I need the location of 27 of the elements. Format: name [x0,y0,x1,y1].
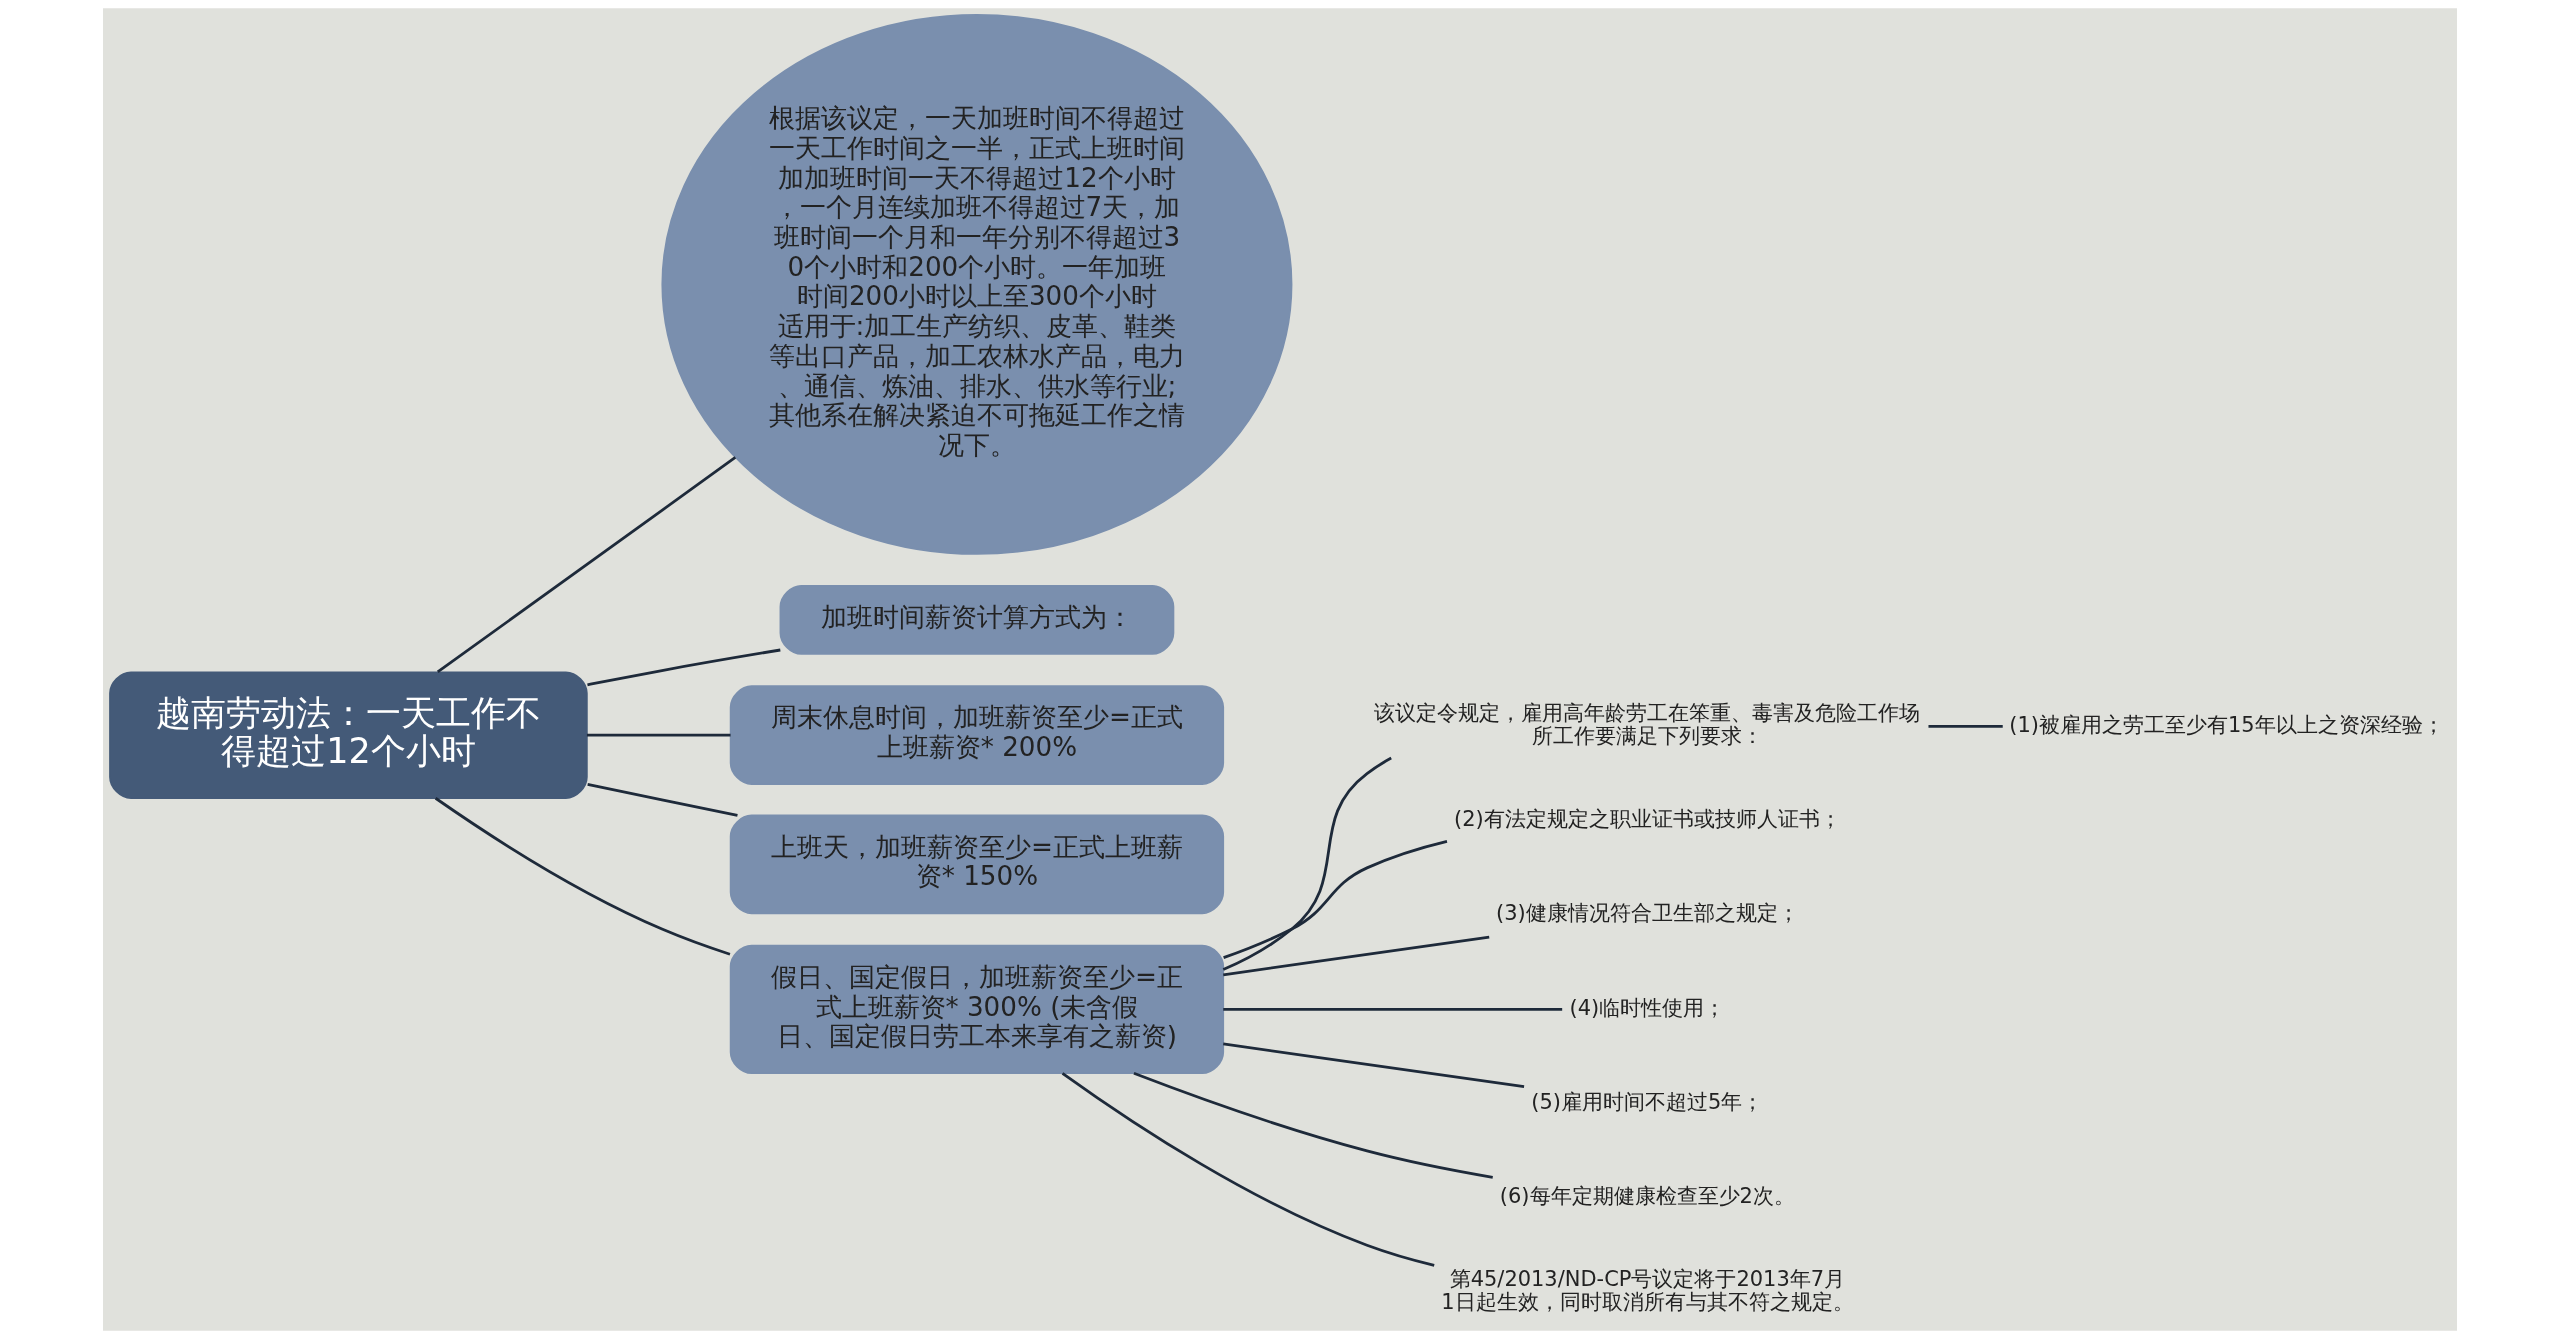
connector [1223,1042,1525,1088]
connector [1223,840,1448,959]
connector [1222,756,1392,971]
connector [1928,725,2003,728]
node-text: (2)有法定规定之职业证书或技师人证书； [1454,807,1841,832]
node-text: (3)健康情况符合卫生部之规定； [1496,901,1799,926]
node-box: 越南劳动法：一天工作不得超过12个小时 [109,671,588,799]
node-text: (5)雇用时间不超过5年； [1531,1090,1764,1115]
node-text: (1)被雇用之劳工至少有15年以上之资深经验； [2009,712,2444,737]
connector [1223,935,1490,977]
connector [1061,1072,1435,1267]
connector [436,456,737,674]
connector [587,648,781,687]
connector [587,783,738,817]
node-box: 假日、国定假日，加班薪资至少=正式上班薪资* 300% (未含假日、国定假日劳工本来享有之薪资) [729,944,1225,1074]
connector [586,733,731,737]
node-box: 加班时间薪资计算方式为： [779,584,1175,655]
connector [1133,1071,1493,1179]
connector [434,797,731,956]
connector [1223,1008,1563,1011]
node-text: 第45/2013/ND-CP号议定将于2013年7月1日起生效，同时取消所有与其不符之规定。 [1441,1267,1854,1315]
node-text: (4)临时性使用； [1569,995,1726,1020]
node-text: (6)每年定期健康检查至少2次。 [1499,1184,1795,1209]
node-box: 周末休息时间，加班薪资至少=正式上班薪资* 200% [729,685,1225,785]
node-ellipse: 根据该议定，一天加班时间不得超过一天工作时间之一半，正式上班时间加加班时间一天不得超过12个小时，一个月连续加班不得超过7天，加班时间一个月和一年分别不得超过30个小时和200个小时。一年加班时间200小时以上至300个小时适用于:加工生产纺织、皮革、鞋类等出口产品，加工农林水产品，电力、通信、炼油、排水、供水等行业;其他系在解决紧迫不可拖延工作之情况下。 [661,14,1293,555]
node-box: 上班天，加班薪资至少=正式上班薪资* 150% [729,814,1225,915]
node-text: 该议定令规定，雇用高年龄劳工在笨重、毒害及危险工作场所工作要满足下列要求： [1374,701,1921,749]
